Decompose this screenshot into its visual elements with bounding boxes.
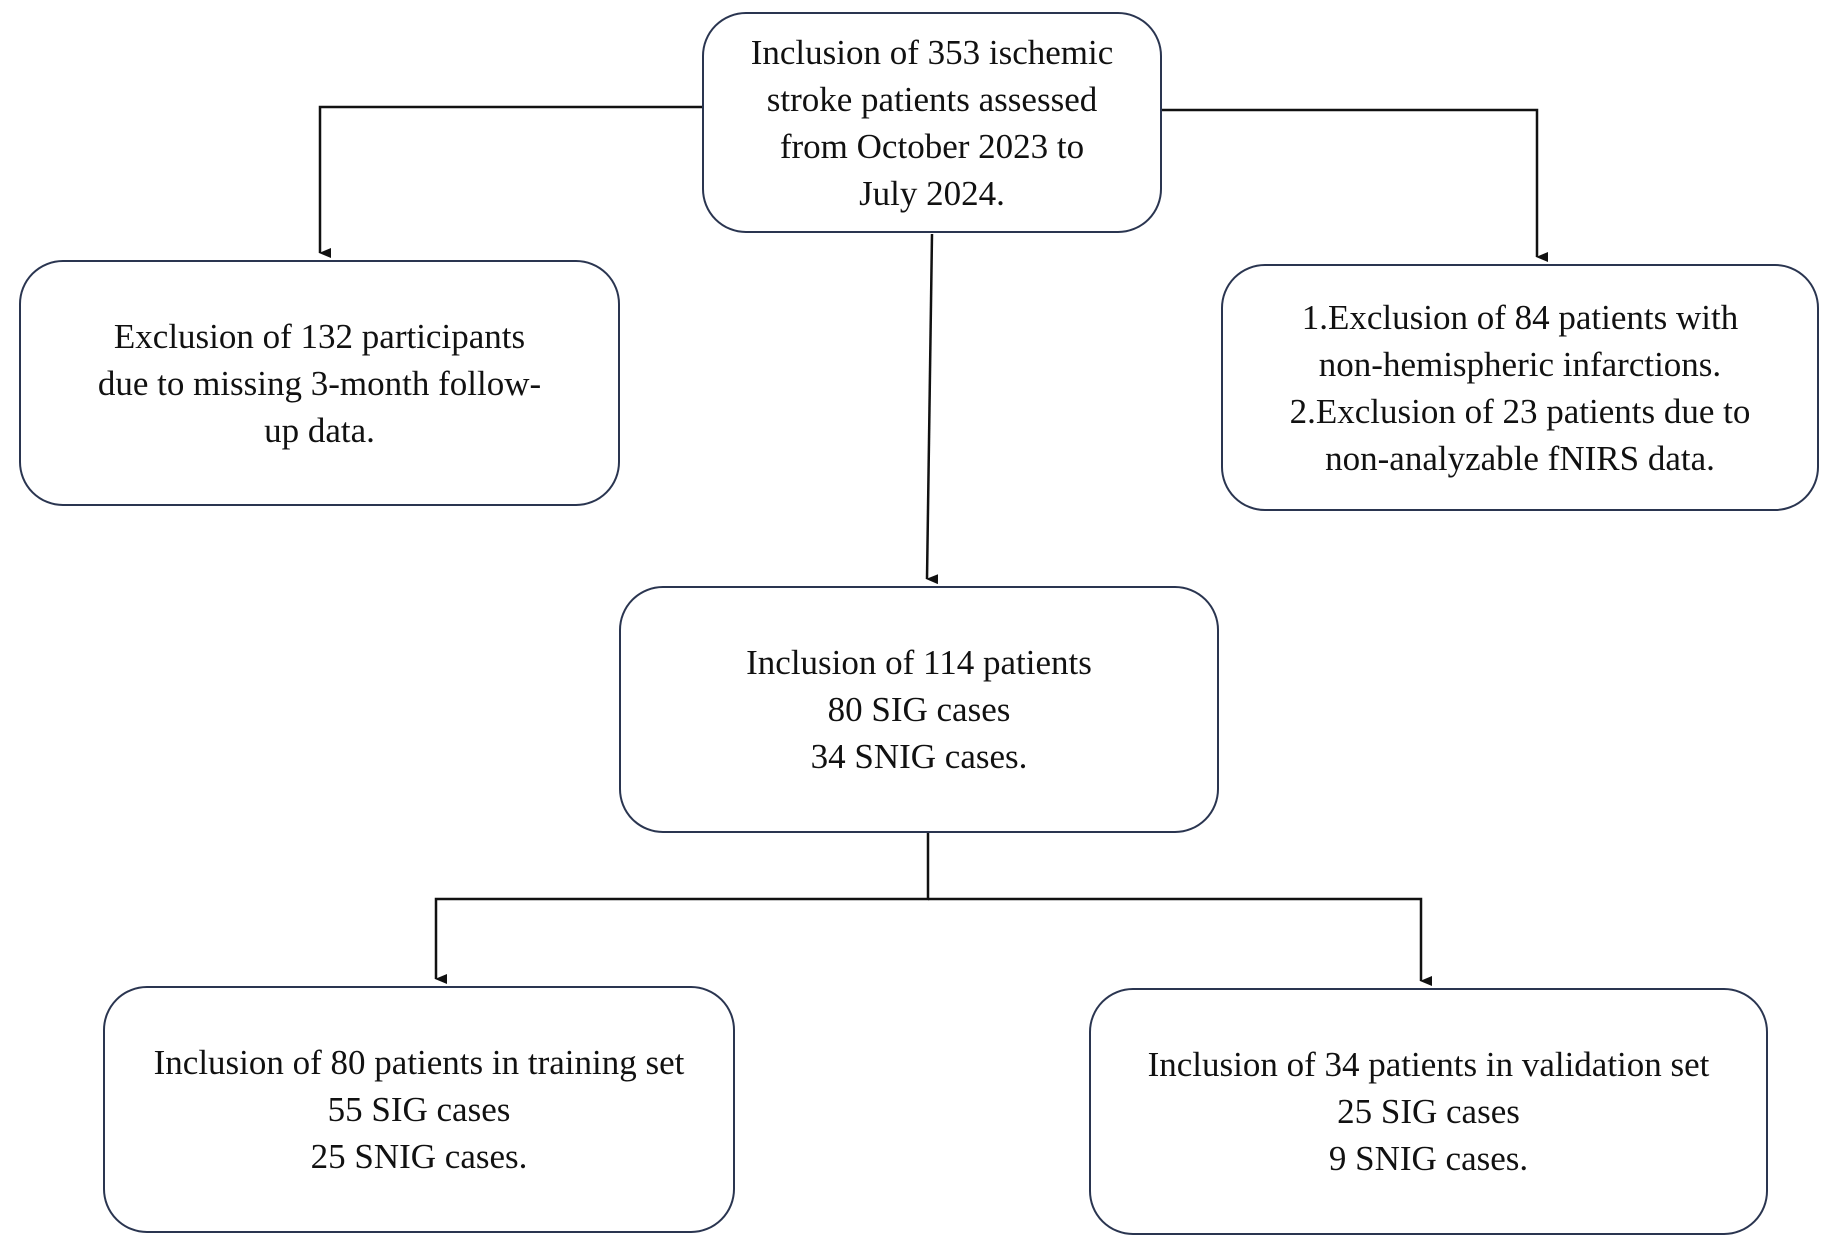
node-text-line: 9 SNIG cases.	[1328, 1139, 1529, 1178]
node-text-line: Inclusion of 34 patients in validation s…	[1147, 1045, 1710, 1084]
node-text-line: 25 SNIG cases.	[310, 1137, 528, 1176]
connector-middle-to-validation	[928, 897, 1432, 986]
node-text-line: 2.Exclusion of 23 patients due to	[1289, 391, 1751, 431]
node-text-line: 25 SIG cases	[1337, 1092, 1520, 1131]
node-text-line: 1.Exclusion of 84 patients with	[1301, 297, 1739, 337]
node-text-line: Inclusion of 80 patients in training set	[153, 1043, 685, 1082]
node-text-line: non-analyzable fNIRS data.	[1325, 438, 1715, 478]
node-text-line: 55 SIG cases	[327, 1090, 511, 1129]
node-exclusion-followup: Exclusion of 132 participants due to mis…	[19, 260, 620, 506]
node-text-line: due to missing 3-month follow-	[97, 363, 542, 403]
connector-top-to-left	[318, 105, 702, 258]
node-exclusion-infarction-fnirs: 1.Exclusion of 84 patients with non-hemi…	[1221, 264, 1819, 511]
node-text-line: from October 2023 to	[779, 126, 1085, 166]
node-validation-set: Inclusion of 34 patients in validation s…	[1089, 988, 1768, 1235]
node-text-line: 34 SNIG cases.	[810, 737, 1028, 776]
node-text-line: non-hemispheric infarctions.	[1318, 344, 1722, 384]
node-final-inclusion: Inclusion of 114 patients 80 SIG cases 3…	[619, 586, 1219, 833]
node-training-set: Inclusion of 80 patients in training set…	[103, 986, 735, 1233]
node-text-line: Exclusion of 132 participants	[113, 316, 526, 356]
node-text-line: stroke patients assessed	[766, 79, 1098, 119]
node-text-line: 80 SIG cases	[827, 690, 1011, 729]
node-text-line: up data.	[264, 410, 375, 450]
connector-middle-to-training	[434, 833, 930, 984]
node-text-line: Inclusion of 114 patients	[746, 643, 1092, 682]
node-text-line: July 2024.	[859, 173, 1005, 213]
connector-top-to-middle	[925, 233, 939, 585]
node-initial-inclusion: Inclusion of 353 ischemic stroke patient…	[702, 12, 1162, 233]
node-text-line: Inclusion of 353 ischemic	[750, 32, 1114, 72]
connector-top-to-right	[1162, 108, 1548, 262]
